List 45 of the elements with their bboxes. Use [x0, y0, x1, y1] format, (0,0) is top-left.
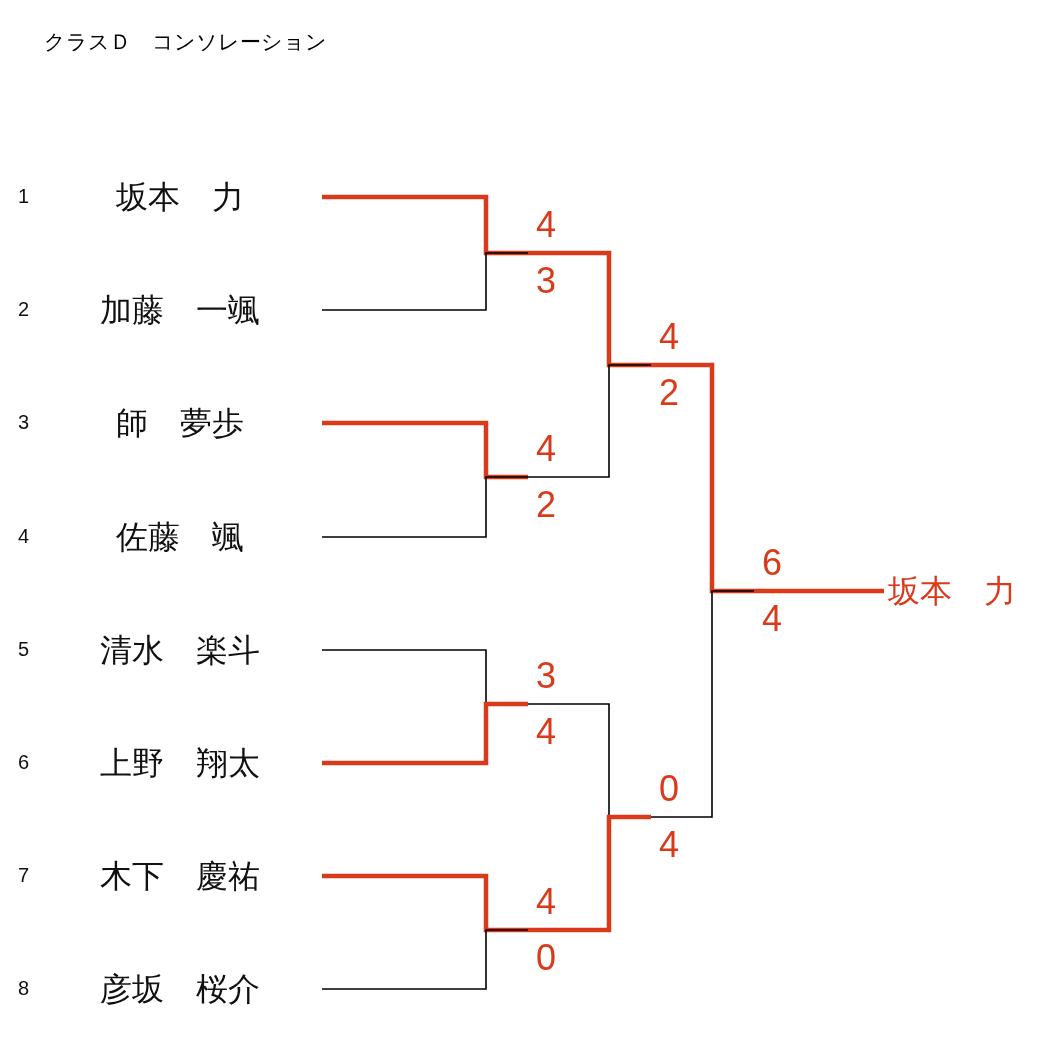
bracket-line	[564, 250, 651, 368]
seed-number: 6	[18, 751, 30, 774]
bracket-line	[322, 701, 528, 766]
seed-number: 7	[18, 864, 30, 887]
match-score: 4	[535, 429, 557, 469]
match-score: 2	[658, 373, 680, 413]
bracket-line	[321, 929, 529, 990]
match-score: 6	[761, 543, 783, 583]
match-score: 3	[535, 261, 557, 301]
player-name: 加藤 一颯	[80, 290, 322, 330]
bracket-line	[564, 814, 651, 933]
winner-name: 坂本 力	[884, 571, 1056, 611]
bracket-line	[321, 476, 529, 538]
match-score: 4	[658, 825, 680, 865]
bracket-line	[322, 194, 528, 256]
player-name: 木下 慶祐	[80, 856, 322, 896]
bracket-line	[322, 873, 528, 933]
player-name: 清水 楽斗	[80, 630, 322, 670]
seed-number: 3	[18, 411, 30, 434]
match-score: 4	[658, 317, 680, 357]
bracket-title: クラスＤ コンソレーション	[44, 29, 327, 56]
bracket-line	[686, 590, 755, 818]
player-name: 師 夢歩	[80, 403, 322, 443]
seed-number: 8	[18, 977, 30, 1000]
seed-number: 2	[18, 298, 30, 321]
player-name: 佐藤 颯	[80, 517, 322, 557]
match-score: 3	[535, 656, 557, 696]
bracket-line	[687, 362, 754, 594]
match-score: 2	[535, 485, 557, 525]
seed-number: 5	[18, 638, 30, 661]
match-score: 4	[535, 882, 557, 922]
player-name: 彦坂 桜介	[80, 969, 322, 1009]
player-name: 上野 翔太	[80, 743, 322, 783]
match-score: 4	[761, 599, 783, 639]
bracket-line	[563, 364, 652, 478]
seed-number: 4	[18, 525, 30, 548]
match-score: 4	[535, 205, 557, 245]
match-score: 0	[658, 769, 680, 809]
bracket-line	[322, 420, 528, 480]
seed-number: 1	[18, 185, 30, 208]
match-score: 0	[535, 938, 557, 978]
player-name: 坂本 力	[80, 177, 322, 217]
bracket-line	[790, 588, 884, 594]
bracket-line	[321, 252, 529, 311]
match-score: 4	[535, 712, 557, 752]
